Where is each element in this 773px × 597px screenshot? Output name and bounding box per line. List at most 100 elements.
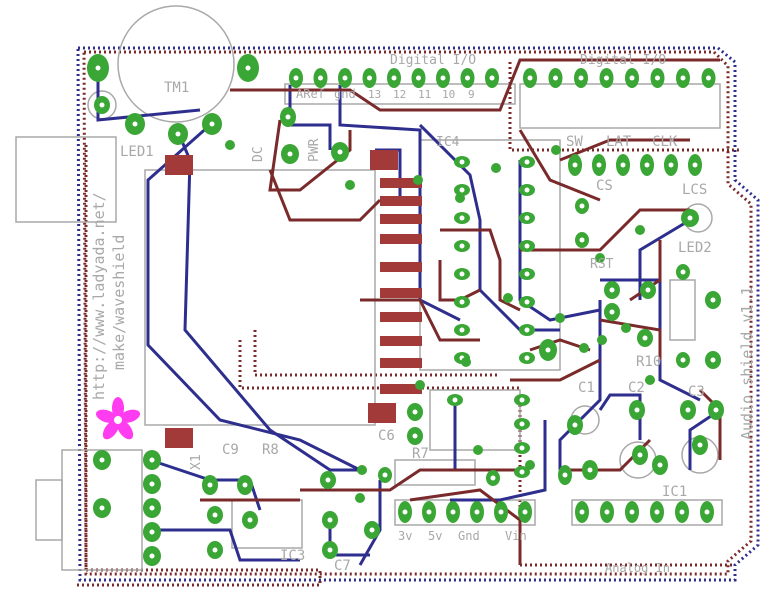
r10-outline xyxy=(669,279,696,341)
sd-pad-d xyxy=(368,403,396,423)
via-3 xyxy=(413,175,423,185)
via-1 xyxy=(225,140,235,150)
via-14 xyxy=(415,380,425,390)
power-pin-4 xyxy=(470,501,484,523)
digital-right-pin-3 xyxy=(574,68,588,88)
ic4-left-pin-7 xyxy=(454,324,470,336)
digital-left-pin-1 xyxy=(289,68,303,88)
smd-pads xyxy=(165,150,422,448)
power-label-5v: 5v xyxy=(428,529,442,543)
ic3-pad-3 xyxy=(322,541,338,559)
cs-pad-2 xyxy=(575,232,589,248)
control-header-pin-3 xyxy=(616,154,630,176)
digital-left-pin-6 xyxy=(411,68,426,88)
via-8 xyxy=(555,313,565,323)
aref-pad xyxy=(280,107,296,127)
top-traces xyxy=(200,58,722,565)
r7-outline xyxy=(394,459,476,486)
label-c2: C2 xyxy=(628,380,645,396)
jack-pin-5 xyxy=(143,546,161,566)
label-sw: SW xyxy=(566,134,583,150)
digital-right-pin-7 xyxy=(676,68,690,88)
digital-right-pin-8 xyxy=(701,68,716,88)
r7-pad-1 xyxy=(378,467,392,483)
r10-pad-bottom xyxy=(676,352,690,368)
pin-label-gnd: gnd xyxy=(334,87,356,101)
digital-left-pin-4 xyxy=(362,68,377,88)
label-ic3: IC3 xyxy=(280,548,305,564)
analog-pin-5 xyxy=(675,501,689,523)
digital-left-pin-3 xyxy=(338,68,352,88)
via-2 xyxy=(345,180,355,190)
digital-right-pin-4 xyxy=(599,68,614,88)
via-17 xyxy=(595,253,605,263)
ic4-right-pin-5 xyxy=(519,268,535,280)
label-ic4: IC4 xyxy=(436,135,460,150)
digital-left-pin-2 xyxy=(313,68,328,88)
silkscreen-layer xyxy=(15,5,723,571)
led2-pad xyxy=(681,209,699,227)
ic1-left-pin-3 xyxy=(514,442,530,454)
c6-pad-2 xyxy=(407,427,423,445)
c7-pad xyxy=(364,521,380,539)
label-cs: CS xyxy=(596,178,613,194)
c2-pad-2 xyxy=(632,445,648,465)
via-4 xyxy=(455,193,465,203)
label-dc: DC xyxy=(251,146,266,162)
label-clk: CLK xyxy=(652,134,678,150)
label-pwr: PWR xyxy=(307,138,322,162)
pin-label-12: 12 xyxy=(393,88,406,101)
ic3-pad-1 xyxy=(242,511,258,529)
sd-contact-8 xyxy=(380,336,422,346)
x1-pad-2 xyxy=(207,541,223,559)
power-pin-5 xyxy=(494,501,508,523)
label-rst: RST xyxy=(590,257,614,272)
sd-pad-a xyxy=(165,155,193,175)
c2-pad-1 xyxy=(629,400,645,420)
ic4-right-pin-1 xyxy=(519,156,535,168)
label-lcs: LCS xyxy=(682,182,707,198)
ic4-right-pin-3 xyxy=(519,212,535,224)
via-10 xyxy=(597,335,607,345)
ic4-left-pin-4 xyxy=(454,240,470,252)
digital-header-left-outline xyxy=(284,83,516,105)
url-line-2: make/waveshield xyxy=(110,235,128,370)
digital-left-pin-9 xyxy=(485,68,499,88)
digital-left-pin-8 xyxy=(460,68,475,88)
right-pad-2 xyxy=(705,351,721,369)
pwr-pad xyxy=(331,142,349,162)
digital-right-pin-1 xyxy=(523,68,537,88)
ic4-left-pin-5 xyxy=(454,268,470,280)
label-ic1: IC1 xyxy=(662,484,687,500)
label-x1: X1 xyxy=(189,454,204,470)
via-9 xyxy=(579,343,589,353)
jack-pin-2 xyxy=(143,474,161,494)
sd-contact-2 xyxy=(380,196,422,206)
ic1-left-pin-4 xyxy=(514,466,530,478)
tm1-pin-1 xyxy=(87,54,109,82)
ic3-pad-2 xyxy=(322,511,338,529)
via-13 xyxy=(461,357,471,367)
ic4-left-pin-1 xyxy=(454,156,470,168)
ic4-right-pin-4 xyxy=(519,240,535,252)
analog-pin-4 xyxy=(650,501,664,523)
c3-pad-2 xyxy=(708,400,724,420)
label-led1: LED1 xyxy=(120,144,154,160)
power-pin-2 xyxy=(422,501,436,523)
c3-pad-1 xyxy=(680,400,696,420)
digital-right-pin-5 xyxy=(625,68,639,88)
label-r8: R8 xyxy=(262,442,279,458)
pin-label-9: 9 xyxy=(468,88,475,101)
through-hole-pads xyxy=(87,54,724,566)
jack-pin-1 xyxy=(143,450,161,470)
sd-contact-10 xyxy=(380,384,422,394)
silk-labels: Digital I/O Digital I/O ARef gnd 13 12 1… xyxy=(90,53,756,575)
digital-right-pin-6 xyxy=(650,68,665,88)
header-label-digital-right: Digital I/O xyxy=(580,53,666,68)
control-header-pin-5 xyxy=(664,154,678,176)
power-pin-3 xyxy=(446,501,460,523)
sd-contact-4 xyxy=(380,234,422,244)
power-pin-6 xyxy=(518,501,532,523)
header-label-digital-left: Digital I/O xyxy=(390,53,476,68)
